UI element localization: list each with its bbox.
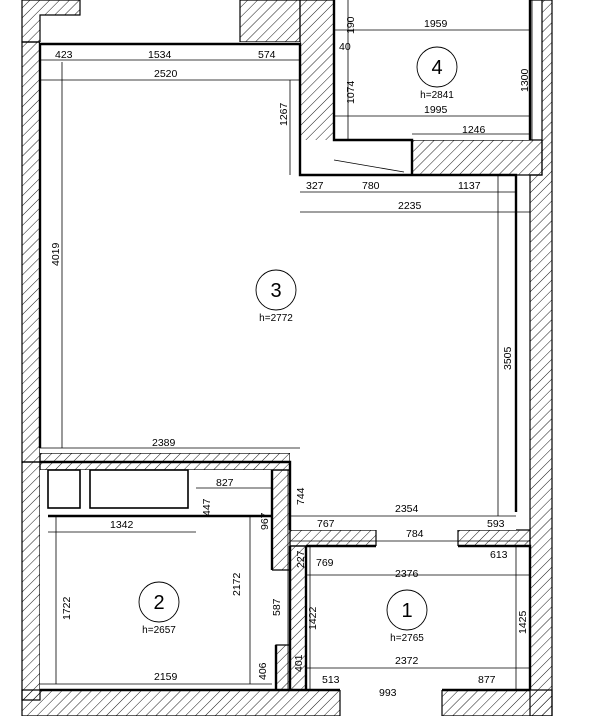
- dim-190: 190: [345, 16, 357, 34]
- dim-780: 780: [362, 180, 380, 192]
- dim-423: 423: [55, 49, 73, 61]
- fixture-box-long: [89, 469, 189, 509]
- room-3-number: 3: [270, 280, 281, 302]
- dim-1534: 1534: [148, 49, 172, 61]
- dim-2354: 2354: [395, 503, 419, 515]
- room-2-height: h=2657: [142, 625, 176, 636]
- dim-967: 967: [259, 512, 271, 530]
- room-4-label: 4 h=2841: [416, 46, 458, 101]
- dim-827: 827: [216, 477, 234, 489]
- dim-877: 877: [478, 674, 496, 686]
- dim-3505: 3505: [502, 346, 514, 370]
- dim-1074: 1074: [345, 80, 357, 104]
- wall-bottom-left: [21, 689, 341, 716]
- dim-2159: 2159: [154, 671, 178, 683]
- room-1-height: h=2765: [390, 633, 424, 644]
- dim-1246: 1246: [462, 124, 486, 136]
- dim-1137: 1137: [458, 180, 481, 192]
- dim-993: 993: [379, 687, 397, 699]
- dim-327: 327: [306, 180, 324, 192]
- dim-784: 784: [406, 528, 424, 540]
- dim-744: 744: [295, 487, 307, 505]
- wall-left-lower: [21, 461, 41, 701]
- dim-767: 767: [317, 518, 335, 530]
- wall-internal-vertical: [271, 469, 291, 571]
- dim-401: 401: [293, 654, 305, 672]
- dim-447: 447: [201, 498, 213, 516]
- dim-2235: 2235: [398, 200, 422, 212]
- dim-613: 613: [490, 549, 508, 561]
- dim-406: 406: [257, 662, 269, 680]
- dim-1425: 1425: [517, 610, 529, 634]
- dim-2520: 2520: [154, 68, 178, 80]
- dim-40: 40: [339, 41, 351, 53]
- dim-1995: 1995: [424, 104, 448, 116]
- room-4-height: h=2841: [420, 90, 454, 101]
- wall-outlines: [38, 0, 532, 692]
- dim-2372: 2372: [395, 655, 419, 667]
- dim-2389: 2389: [152, 437, 176, 449]
- wall-room4-bottom: [411, 139, 543, 176]
- dim-769: 769: [316, 557, 334, 569]
- dim-513: 513: [322, 674, 340, 686]
- dimension-lines: [40, 0, 533, 690]
- dim-227: 227: [295, 550, 307, 568]
- dim-1959: 1959: [424, 18, 448, 30]
- dim-1722: 1722: [61, 596, 73, 620]
- dim-593: 593: [487, 518, 505, 530]
- dim-574: 574: [258, 49, 276, 61]
- fixture-box-small: [47, 469, 81, 509]
- room-2-label: 2 h=2657: [138, 581, 180, 636]
- dim-1267: 1267: [278, 102, 290, 126]
- dim-2376: 2376: [395, 568, 419, 580]
- room-4-number: 4: [431, 57, 442, 79]
- room-1-label: 1 h=2765: [386, 589, 428, 644]
- dim-1342: 1342: [110, 519, 134, 531]
- wall-partition-right: [457, 529, 531, 547]
- dim-587: 587: [271, 598, 283, 616]
- room-interiors: [40, 0, 530, 690]
- wall-right: [529, 0, 553, 716]
- dim-1300: 1300: [519, 68, 531, 92]
- wall-top-left: [21, 0, 81, 43]
- room-labels: 4 h=2841 3 h=2772 2 h=2657 1 h=2765: [138, 46, 458, 644]
- wall-left: [21, 41, 41, 463]
- dim-1422: 1422: [307, 606, 319, 630]
- room-3-height: h=2772: [259, 313, 293, 324]
- wall-partition-left: [289, 529, 377, 547]
- wall-top-mid: [239, 0, 301, 43]
- room-2-number: 2: [153, 592, 164, 614]
- dimension-texts: 423 1534 574 2520 190 40 1959 1074 1300 …: [50, 16, 531, 699]
- room-3-label: 3 h=2772: [255, 269, 297, 324]
- room-1-number: 1: [401, 600, 412, 622]
- dim-4019: 4019: [50, 242, 62, 266]
- dim-2172: 2172: [231, 572, 243, 596]
